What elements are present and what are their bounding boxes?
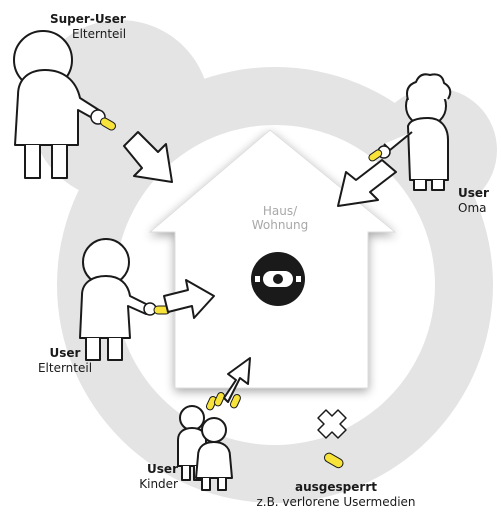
kinder-figures — [177, 405, 233, 491]
house-label: Haus/ Wohnung — [230, 204, 330, 232]
elternteil-role: User — [49, 346, 81, 360]
oma-arrow — [337, 159, 397, 207]
blocked-key-icon — [323, 452, 344, 469]
elternteil-label: User Elternteil — [30, 346, 100, 376]
house-label-line1: Haus/ — [262, 204, 298, 218]
locked-label: ausgesperrt z.B. verlorene Usermedien — [236, 480, 436, 510]
oma-desc: Oma — [458, 201, 487, 215]
locked-desc: z.B. verlorene Usermedien — [256, 495, 416, 509]
elternteil-arrow — [163, 279, 215, 319]
kinder-arrow — [223, 357, 251, 403]
oma-key-icon — [368, 145, 391, 162]
elternteil-desc: Elternteil — [37, 361, 93, 375]
super-user-desc: Elternteil — [72, 27, 127, 41]
kinder-label: User Kinder — [120, 462, 178, 492]
oma-figure — [383, 73, 452, 191]
kinder-desc: Kinder — [139, 477, 178, 491]
locked-role: ausgesperrt — [295, 480, 377, 494]
oma-label: User Oma — [458, 186, 489, 216]
elternteil-key-icon — [143, 302, 171, 316]
super-user-key-icon — [90, 109, 116, 131]
kinder-role: User — [147, 462, 178, 476]
lock-icon — [251, 252, 305, 306]
kinder-key-icons — [205, 392, 241, 411]
oma-role: User — [458, 186, 489, 200]
blocked-x-icon — [317, 409, 347, 439]
house-label-line2: Wohnung — [251, 218, 309, 232]
elternteil-figure — [79, 238, 151, 361]
super-user-role: Super-User — [50, 12, 126, 26]
super-user-arrow — [123, 131, 173, 183]
super-user-label: Super-User Elternteil — [50, 12, 126, 42]
